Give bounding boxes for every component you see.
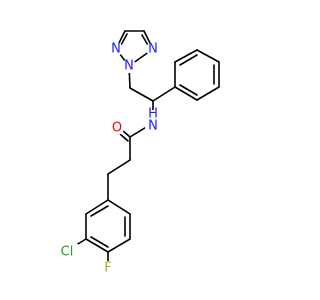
- bond: [90, 236, 109, 248]
- bond: [107, 199, 131, 215]
- triazole-n1-atom: N: [122, 59, 136, 74]
- fluorine-label: F: [104, 261, 111, 276]
- bond: [174, 86, 198, 101]
- triazole-n3-label: N: [148, 42, 158, 57]
- triazole-n2-label: N: [111, 42, 121, 57]
- bond: [121, 129, 131, 138]
- triazole-n3-atom: N: [146, 42, 160, 57]
- bond: [107, 159, 131, 175]
- halophenyl-ring: [72, 199, 131, 263]
- carbonyl-o-label: O: [112, 121, 122, 136]
- bond: [85, 238, 109, 253]
- chlorine-label: Cl: [61, 245, 74, 260]
- chemical-structure-diagram: N N N H N O Cl F: [58, 30, 220, 276]
- bond: [179, 54, 198, 66]
- bond: [90, 205, 109, 217]
- bond: [85, 199, 109, 215]
- amide-nh-atom: H N: [145, 107, 162, 134]
- bond: [179, 84, 198, 96]
- bond: [196, 86, 220, 101]
- bond: [152, 86, 176, 102]
- amide-n-label: N: [148, 119, 158, 134]
- bond: [196, 49, 220, 63]
- bond: [129, 87, 154, 102]
- bond: [174, 49, 198, 63]
- chlorine-atom: Cl: [58, 244, 78, 260]
- carbonyl-oxygen-atom: O: [110, 121, 124, 136]
- fluorine-atom: F: [101, 261, 115, 276]
- phenyl-ring: [174, 49, 220, 101]
- bond: [107, 238, 131, 253]
- atom-labels: N N N H N O Cl F: [58, 42, 162, 276]
- propyl-chain: [107, 159, 131, 201]
- bond: [119, 133, 129, 142]
- triazole-n2-atom: N: [109, 42, 123, 57]
- amide-h-label: H: [148, 107, 158, 122]
- triazole-n1-label: N: [124, 59, 134, 74]
